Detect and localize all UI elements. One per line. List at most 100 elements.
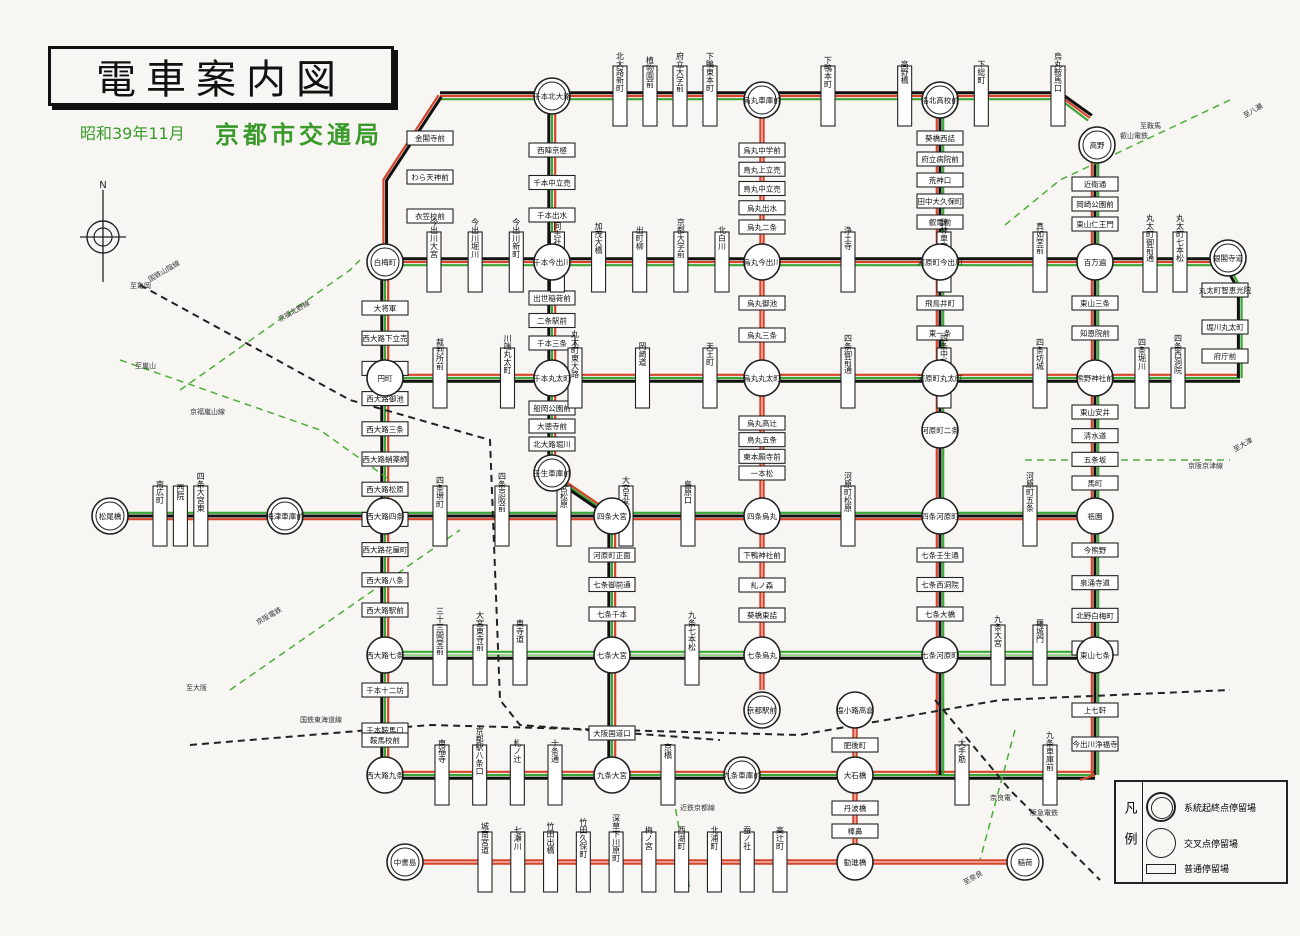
station-oishibashi[interactable]: 大石橋 [836,756,874,794]
stop-marker[interactable]: 烏丸出水 [738,200,786,216]
station-kumano[interactable]: 熊野神社前 [1076,359,1114,397]
stop-marker[interactable]: 岡崎公園前 [1071,196,1119,212]
stop-marker[interactable]: 西大路松原 [361,481,409,497]
stop-marker[interactable]: 深草下川原町 [608,814,624,893]
stop-marker[interactable]: 大将軍 [361,300,409,316]
stop-marker[interactable]: 大宮東寺前 [472,610,488,686]
stop-marker[interactable]: 二条駅前 [528,312,576,329]
stop-marker[interactable]: 北野白梅町 [1071,607,1119,623]
station-kujo-shakomae[interactable]: 九条車庫前 [723,756,761,794]
station-karasuma-marutamachi[interactable]: 烏丸丸太町 [743,359,781,397]
stop-marker[interactable]: 京都駅八条口 [472,726,488,806]
stop-marker[interactable]: 東福寺 [434,738,450,806]
stop-marker[interactable]: 蚕ノ社 [739,826,755,893]
stop-marker[interactable]: 烏丸中学前 [738,142,786,158]
stop-marker[interactable]: 東山安井 [1071,404,1119,420]
stop-marker[interactable]: 城南宮道 [477,822,493,893]
station-shichijo-kawaramachi[interactable]: 七条河原町 [921,636,959,674]
stop-marker[interactable]: 烏丸鞍馬口 [1050,51,1066,127]
station-hakubaicho[interactable]: 白梅町 [366,243,404,281]
station-higashiyama-shichijo[interactable]: 東山七条 [1076,636,1114,674]
stop-marker[interactable]: 梅ノ宮 [641,825,657,893]
stop-marker[interactable]: 裁判所前 [432,337,448,409]
station-karasuma-imadegawa[interactable]: 烏丸今出川 [743,243,781,281]
stop-marker[interactable]: 一本松 [738,465,786,481]
stop-marker[interactable]: 大阪国道口 [588,725,636,741]
station-ginkakuji[interactable]: 銀閣寺道 [1209,239,1247,277]
stop-marker[interactable]: 真如堂前 [1032,221,1048,293]
stop-marker[interactable]: 西大路蛸薬師 [361,451,409,467]
stop-marker[interactable]: 北大路新町 [612,52,628,127]
stop-marker[interactable]: 鞍馬校前 [361,732,409,748]
station-nishioji-kujo[interactable]: 西大路九条 [366,756,404,794]
stop-marker[interactable]: 府立大学前 [672,51,688,127]
stop-marker[interactable]: 大宮松原 [556,475,572,547]
stop-marker[interactable]: 烏丸高辻 [738,415,786,431]
stop-marker[interactable]: 四条京阪前 [494,472,510,547]
stop-marker[interactable]: 清水道 [1071,428,1119,444]
stop-marker[interactable]: 四条大宮東 [193,472,209,547]
stop-marker[interactable]: 府庁前 [1201,348,1249,364]
stop-marker[interactable]: 下鴨本町 [820,56,836,127]
station-enmachi[interactable]: 円町 [366,359,404,397]
stop-marker[interactable]: 葵橋西詰 [916,130,964,146]
stop-marker[interactable]: 烏丸中立売 [738,180,786,197]
stop-marker[interactable]: 竹田久保町 [575,817,591,893]
stop-marker[interactable]: 東一条 [916,325,964,341]
station-shijo-kawaramachi[interactable]: 四条河原町 [921,497,959,535]
stop-marker[interactable]: 葵橋東詰 [738,607,786,623]
stop-marker[interactable]: 九条七本松 [684,611,700,686]
stop-marker[interactable]: 烏丸上立売 [738,161,786,177]
stop-marker[interactable]: 島原口 [680,479,696,547]
station-kawaramachi-imadegawa[interactable]: 河原町今出川 [918,243,963,281]
stop-marker[interactable]: 棒鼻 [831,823,879,839]
station-hyakumanben[interactable]: 百万遍 [1076,243,1114,281]
stop-marker[interactable]: 高辻町 [772,825,788,893]
stop-marker[interactable]: 堀川丸太町 [1201,319,1249,335]
stop-marker[interactable]: 西湖町 [674,826,690,893]
station-nishioji-shichijo[interactable]: 西大路七条 [366,636,404,674]
stop-marker[interactable]: 四条坊城 [1032,338,1048,409]
stop-marker[interactable]: 七瀬川 [510,826,526,893]
stop-marker[interactable]: 西陣京極 [528,142,576,158]
stop-marker[interactable]: 烏丸五条 [738,432,786,448]
station-senbon-marutamachi[interactable]: 千本丸太町 [533,359,571,397]
stop-marker[interactable]: わら天神前 [406,169,454,185]
stop-marker[interactable]: 七条御前通 [588,576,636,593]
stop-marker[interactable]: 四条御前通 [840,334,856,409]
stop-marker[interactable]: 丸太町東大路 [567,329,583,409]
stop-marker[interactable]: 糺ノ森 [738,577,786,593]
stop-marker[interactable]: 丸太町智恵光院 [1199,282,1252,298]
stop-marker[interactable]: 七条壬生通 [916,547,964,563]
stop-marker[interactable]: 飛鳥井町 [916,295,964,311]
stop-marker[interactable]: 今出川大宮 [426,217,442,293]
station-nishioji-shijo[interactable]: 西大路四条 [366,497,404,535]
stop-marker[interactable]: 川端丸太町 [499,334,516,409]
stop-marker[interactable]: 西大路御池 [361,391,409,407]
stop-marker[interactable]: 東山仁王門 [1071,216,1119,232]
station-karasuma-shakoma[interactable]: 烏丸車庫前 [743,81,781,119]
stop-marker[interactable]: 浄土寺 [840,225,856,293]
stop-marker[interactable]: 丸太町七本松 [1172,213,1188,293]
station-shichijo-omiya[interactable]: 七条大宮 [593,636,631,674]
stop-marker[interactable]: 植物園前 [642,55,658,127]
stop-marker[interactable]: 北浦町 [706,826,722,893]
stop-marker[interactable]: 衣笠校前 [406,208,454,224]
stop-marker[interactable]: 河原町正面 [588,547,636,563]
stop-marker[interactable]: 出世稲荷前 [528,290,576,306]
station-senbon-imadegawa[interactable]: 千本今出川 [533,243,571,281]
stop-marker[interactable]: 上七軒 [1071,702,1119,718]
station-matsuobashi[interactable]: 松尾橋 [91,497,129,535]
station-shijo-omiya[interactable]: 四条大宮 [593,497,631,535]
stop-marker[interactable]: 千本中立売 [528,174,576,191]
stop-marker[interactable]: 七条西洞院 [916,576,964,593]
stop-marker[interactable]: 東寺道 [512,618,528,686]
stop-marker[interactable]: 西大路駅前 [361,602,409,618]
station-senbon-kitaoji[interactable]: 千本北大路 [533,77,571,115]
stop-marker[interactable]: 荒神口 [916,172,964,188]
stop-marker[interactable]: 西院 [172,484,188,547]
stop-marker[interactable]: 河原町松原 [840,471,856,547]
stop-marker[interactable]: 羅城門 [1032,619,1048,686]
station-kaidobashi[interactable]: 勧進橋 [836,843,874,881]
station-kyoto-eki[interactable]: 京都駅前 [743,691,781,729]
